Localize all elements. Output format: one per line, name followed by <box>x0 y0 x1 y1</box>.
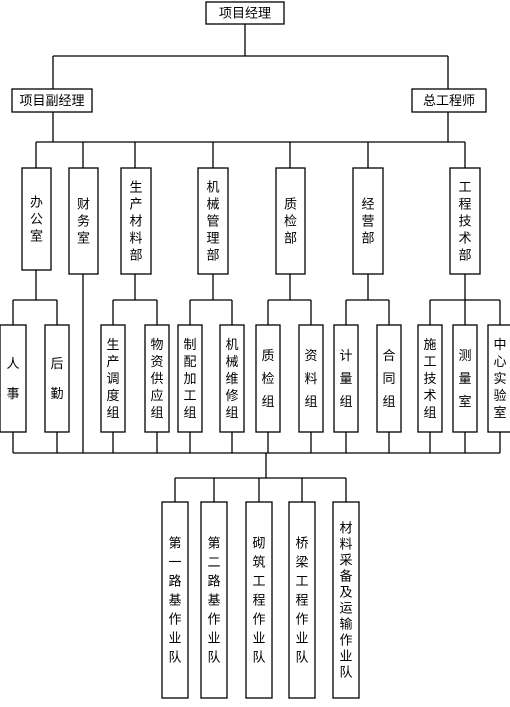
node-deputy-left-box <box>11 88 93 113</box>
node-group-3-box <box>100 324 126 433</box>
node-department-3: 生产材料部 <box>120 167 152 275</box>
node-group-13: 中心实验室 <box>487 324 510 433</box>
node-department-7: 工程技术部 <box>449 167 481 275</box>
node-team-5-label: 材料采备及运输作业队 <box>339 522 352 681</box>
node-group-1-box <box>0 324 27 433</box>
node-group-12-label: 测量室 <box>458 349 471 410</box>
node-department-1-box <box>21 167 52 271</box>
node-department-3-box <box>120 167 152 275</box>
node-team-4: 桥梁工程作业队 <box>288 501 316 699</box>
node-team-2-label: 第二路基作业队 <box>207 537 220 666</box>
node-group-7-label: 质检组 <box>261 349 274 410</box>
node-group-5-box <box>177 324 203 433</box>
node-department-2-box <box>68 167 99 275</box>
node-group-5: 制配加工组 <box>177 324 203 433</box>
node-deputy-right-label: 总工程师 <box>423 94 475 109</box>
node-group-10: 合同组 <box>376 324 402 433</box>
node-group-6-box <box>219 324 245 433</box>
node-team-3-box <box>245 501 273 699</box>
node-department-7-box <box>449 167 481 275</box>
node-department-4-box <box>197 167 229 275</box>
node-team-5: 材料采备及运输作业队 <box>332 501 360 699</box>
node-department-5-box <box>275 167 306 275</box>
node-team-4-box <box>288 501 316 699</box>
node-team-3: 砌筑工程作业队 <box>245 501 273 699</box>
node-department-2-label: 财务室 <box>77 198 90 247</box>
node-group-1-label: 人事 <box>6 357 19 402</box>
node-group-11-label: 施工技术组 <box>423 338 436 421</box>
node-deputy-left-label: 项目副经理 <box>19 94 84 109</box>
node-team-2-box <box>200 501 228 699</box>
node-group-12-box <box>452 324 478 433</box>
connector-lines <box>12 24 501 502</box>
node-group-12: 测量室 <box>452 324 478 433</box>
node-group-3-label: 生产调度组 <box>106 338 119 421</box>
node-team-3-label: 砌筑工程作业队 <box>252 537 265 666</box>
node-group-4: 物资供应组 <box>144 324 170 433</box>
node-group-1: 人事 <box>0 324 27 433</box>
node-group-9-label: 计量组 <box>339 349 352 410</box>
node-department-1-label: 办公室 <box>30 196 43 245</box>
node-group-9-box <box>333 324 359 433</box>
node-team-1-box <box>161 501 189 699</box>
node-department-7-label: 工程技术部 <box>458 181 471 264</box>
node-department-5-label: 质检部 <box>284 198 297 247</box>
node-department-2: 财务室 <box>68 167 99 275</box>
node-top: 项目经理 <box>205 1 285 25</box>
node-team-1-label: 第一路基作业队 <box>168 537 181 666</box>
node-team-1: 第一路基作业队 <box>161 501 189 699</box>
node-group-10-label: 合同组 <box>382 349 395 410</box>
node-department-4: 机械管理部 <box>197 167 229 275</box>
node-group-8: 资料组 <box>298 324 324 433</box>
node-department-6-box <box>352 167 384 275</box>
node-group-6-label: 机械维修组 <box>225 338 238 421</box>
node-group-4-label: 物资供应组 <box>150 338 163 421</box>
node-group-10-box <box>376 324 402 433</box>
node-group-13-box <box>487 324 510 433</box>
node-group-8-label: 资料组 <box>304 349 317 410</box>
node-group-5-label: 制配加工组 <box>183 338 196 421</box>
node-deputy-left: 项目副经理 <box>11 88 93 113</box>
node-group-2-box <box>44 324 70 433</box>
node-team-4-label: 桥梁工程作业队 <box>295 537 308 666</box>
node-deputy-right: 总工程师 <box>411 88 487 113</box>
node-top-box <box>205 1 285 25</box>
node-group-2-label: 后勤 <box>50 357 63 402</box>
node-group-3: 生产调度组 <box>100 324 126 433</box>
node-team-5-box <box>332 501 360 699</box>
node-group-7-box <box>255 324 281 433</box>
node-group-8-box <box>298 324 324 433</box>
node-group-4-box <box>144 324 170 433</box>
node-group-6: 机械维修组 <box>219 324 245 433</box>
node-team-2: 第二路基作业队 <box>200 501 228 699</box>
node-department-6-label: 经营部 <box>361 198 374 247</box>
node-group-11-box <box>417 324 443 433</box>
node-top-label: 项目经理 <box>219 7 271 22</box>
node-group-9: 计量组 <box>333 324 359 433</box>
node-department-3-label: 生产材料部 <box>129 181 142 264</box>
node-department-4-label: 机械管理部 <box>206 181 219 264</box>
node-deputy-right-box <box>411 88 487 113</box>
node-group-11: 施工技术组 <box>417 324 443 433</box>
node-group-13-label: 中心实验室 <box>493 338 506 421</box>
node-group-2: 后勤 <box>44 324 70 433</box>
node-department-1: 办公室 <box>21 167 52 271</box>
node-group-7: 质检组 <box>255 324 281 433</box>
node-department-5: 质检部 <box>275 167 306 275</box>
node-department-6: 经营部 <box>352 167 384 275</box>
